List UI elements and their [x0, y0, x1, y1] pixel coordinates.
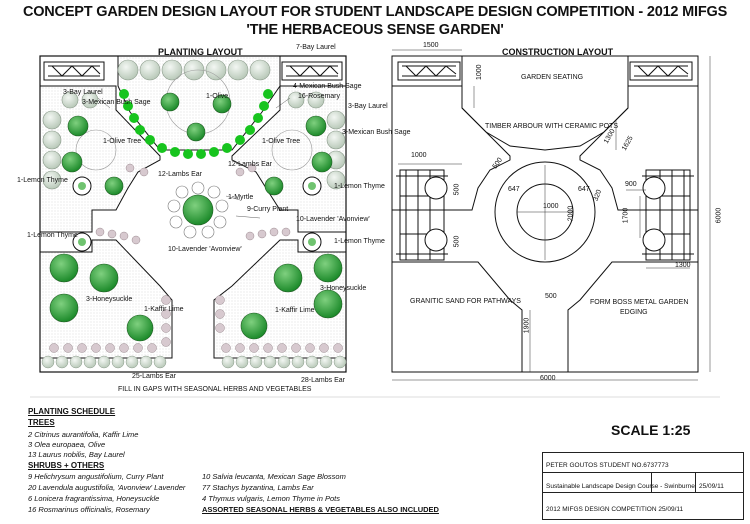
- title-block: PETER GOUTOS STUDENT NO.6737773 Sustaina…: [542, 452, 744, 520]
- fill-gaps-note: FILL IN GAPS WITH SEASONAL HERBS AND VEG…: [118, 386, 312, 393]
- planting-layout-heading: PLANTING LAYOUT: [158, 47, 243, 57]
- scale-label: SCALE 1:25: [611, 422, 691, 438]
- dim-1000-center: 1000: [543, 203, 559, 210]
- dim-647-right: 647: [578, 186, 590, 193]
- label-olive-1: 1-Olive: [206, 93, 229, 100]
- dim-647-left: 647: [508, 186, 520, 193]
- label-mexican-bush-sage-3-left: 3-Mexican Bush Sage: [82, 99, 151, 106]
- schedule-shrub-4: 16 Rosmarinus officinalis, Rosemary: [28, 505, 150, 514]
- label-kaffir-lime-left: 1-Kaffir Lime: [144, 306, 184, 313]
- dim-2000: 2000: [567, 205, 575, 222]
- dim-6000-bottom: 6000: [540, 375, 556, 382]
- dim-1500: 1500: [423, 42, 439, 49]
- title-block-date: 25/09/11: [699, 483, 724, 490]
- dim-1900: 1900: [523, 317, 531, 334]
- label-lemon-thyme-top-right: 1-Lemon Thyme: [334, 183, 385, 190]
- label-olive-tree-right: 1-Olive Tree: [262, 138, 301, 145]
- dim-500-arbour-1: 500: [453, 183, 461, 196]
- label-lavender-avonview-10-center: 10-Lavender 'Avonview': [168, 246, 242, 253]
- label-bay-laurel-3-left: 3-Bay Laurel: [63, 89, 103, 96]
- schedule-shrub-1: 9 Helichrysum angustifolium, Curry Plant: [28, 472, 164, 481]
- label-form-boss-line1: FORM BOSS METAL GARDEN: [590, 299, 689, 306]
- label-lambs-ear-25: 25-Lambs Ear: [132, 373, 176, 380]
- label-myrtle-1: 1-Myrtle: [228, 194, 254, 201]
- schedule-tree-2: 3 Olea europaea, Olive: [28, 440, 106, 449]
- schedule-trees-heading: TREES: [28, 418, 55, 427]
- drawing-title: CONCEPT GARDEN DESIGN LAYOUT FOR STUDENT…: [22, 4, 728, 20]
- label-curry-plant-9: 9-Curry Plant: [247, 206, 289, 213]
- construction-layout-plan: [391, 49, 711, 381]
- dim-1000-top: 1000: [476, 64, 483, 80]
- planting-layout-plan: [39, 55, 347, 373]
- label-bay-laurel-3-right: 3-Bay Laurel: [348, 103, 388, 110]
- label-honeysuckle-3-right: 3-Honeysuckle: [320, 285, 367, 292]
- dim-1000-left: 1000: [411, 152, 427, 159]
- dim-500-bottom: 500: [545, 293, 557, 300]
- schedule-shrub-3: 6 Lonicera fragrantissima, Honeysuckle: [28, 494, 160, 503]
- label-lambs-ear-28: 28-Lambs Ear: [301, 377, 345, 384]
- label-mexican-bush-sage-4: 4-Mexican Bush Sage: [293, 83, 362, 90]
- label-honeysuckle-3-left: 3-Honeysuckle: [86, 296, 133, 303]
- label-garden-seating: GARDEN SEATING: [521, 74, 584, 81]
- schedule-shrubs-heading: SHRUBS + OTHERS: [28, 461, 105, 470]
- schedule-shrub-2: 20 Lavendula augustifolia, 'Avonview' La…: [28, 483, 186, 492]
- label-olive-tree-left: 1-Olive Tree: [103, 138, 142, 145]
- schedule-tree-1: 2 Citrinus aurantifolia, Kaffir Lime: [28, 430, 139, 439]
- label-lemon-thyme-bottom-right: 1-Lemon Thyme: [334, 238, 385, 245]
- label-lambs-ear-12-left: 12-Lambs Ear: [158, 171, 202, 178]
- label-granitic-sand: GRANITIC SAND FOR PATHWAYS: [410, 298, 521, 305]
- schedule-assorted-note: ASSORTED SEASONAL HERBS & VEGETABLES ALS…: [202, 505, 439, 514]
- label-lemon-thyme-bottom-left: 1-Lemon Thyme: [27, 232, 78, 239]
- label-kaffir-lime-right: 1-Kaffir Lime: [275, 307, 315, 314]
- schedule-shrub-5: 10 Salvia leucanta, Mexican Sage Blossom: [202, 472, 346, 481]
- title-block-name: PETER GOUTOS STUDENT NO.6737773: [546, 462, 669, 469]
- dim-1300-right: 1300: [675, 262, 691, 269]
- label-lavender-avonview-10-right: 10-Lavender 'Avonview': [296, 216, 370, 223]
- schedule-tree-3: 13 Laurus nobilis, Bay Laurel: [28, 450, 125, 459]
- dim-6000-right: 6000: [715, 207, 723, 224]
- schedule-shrub-7: 4 Thymus vulgaris, Lemon Thyme in Pots: [202, 494, 340, 503]
- label-rosemary-16: 16-Rosemary: [298, 93, 341, 100]
- dim-500-arbour-2: 500: [453, 235, 461, 248]
- label-timber-arbour: TIMBER ARBOUR WITH CERAMIC POTS: [485, 123, 619, 130]
- dim-900: 900: [625, 181, 637, 188]
- title-block-course: Sustainable Landscape Design Course - Sw…: [546, 483, 695, 490]
- schedule-shrub-6: 77 Stachys byzantina, Lambs Ear: [202, 483, 314, 492]
- label-form-boss-line2: EDGING: [620, 309, 648, 316]
- label-lambs-ear-12-right: 12-Lambs Ear: [228, 161, 272, 168]
- title-block-file: 2012 MIFGS DESIGN COMPETITION 25/09/11: [546, 506, 684, 513]
- label-lemon-thyme-top-left: 1-Lemon Thyme: [17, 177, 68, 184]
- label-mexican-bush-sage-3-right: 3-Mexican Bush Sage: [342, 129, 411, 136]
- label-bay-laurel-7: 7-Bay Laurel: [296, 44, 336, 51]
- schedule-heading: PLANTING SCHEDULE: [28, 407, 116, 416]
- construction-layout-heading: CONSTRUCTION LAYOUT: [502, 47, 614, 57]
- dim-1700: 1700: [622, 207, 630, 224]
- drawing-subtitle: 'THE HERBACEOUS SENSE GARDEN': [246, 22, 504, 38]
